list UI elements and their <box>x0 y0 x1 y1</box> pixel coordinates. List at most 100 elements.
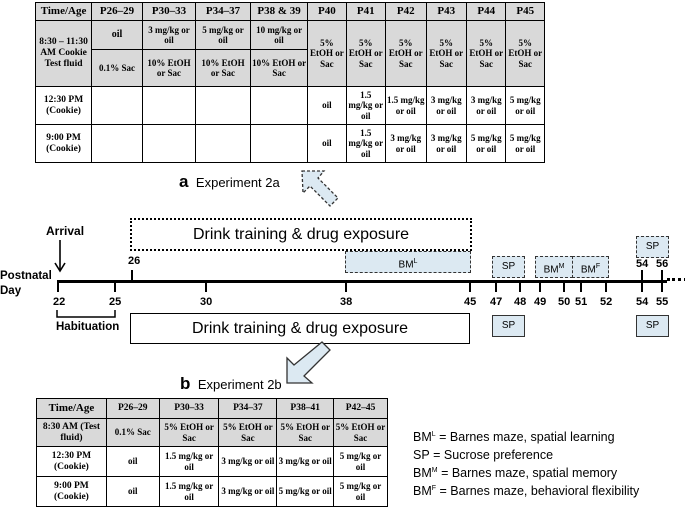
box-label: Drink training & drug exposure <box>192 226 410 243</box>
table-row: 9:00 PM (Cookie) oil 1.5 mg/kg or oil 3 … <box>36 476 388 507</box>
legend-sup: L <box>431 430 436 438</box>
experiment-letter: a <box>179 172 189 191</box>
experiment-2a-table: Time/Age P26–29 P30–33 P34–37 P38 & 39 P… <box>34 2 545 163</box>
table-header-row: Time/Age P26–29 P30–33 P34–37 P38 & 39 P… <box>34 2 545 21</box>
tick <box>469 282 471 292</box>
legend-item: BML = Barnes maze, spatial learning <box>413 430 639 444</box>
table-cell: 5 mg/kg or oil <box>333 476 388 507</box>
header-cell: P42–45 <box>333 398 388 419</box>
drink-training-box-bottom: Drink training & drug exposure <box>130 313 470 344</box>
pill-label: SP <box>645 320 660 331</box>
day-label-below: 50 <box>558 296 571 308</box>
table-cell: 3 mg/kg or oil <box>385 124 427 163</box>
table-cell: 5% EtOH or Sac <box>345 20 387 87</box>
sp-pill-b1: SP <box>492 315 525 337</box>
day-label-above: 54 <box>636 258 649 270</box>
day-label-below: 48 <box>514 296 527 308</box>
table-cell: 5% EtOH or Sac <box>307 20 347 87</box>
legend-abbr: BM <box>413 430 432 444</box>
drink-training-box-top: Drink training & drug exposure <box>130 218 472 251</box>
box-label: Drink training & drug exposure <box>191 320 409 337</box>
table-cell <box>91 86 143 125</box>
day-label-below: 47 <box>490 296 503 308</box>
arrow-down-icon <box>54 240 66 273</box>
pill-sup: M <box>558 263 565 270</box>
table-cell <box>141 124 196 163</box>
table-cell: 5 mg/kg or oil <box>276 476 335 507</box>
table-cell: 5% EtOH or Sac <box>425 20 468 87</box>
day-label-above: 26 <box>128 255 141 267</box>
header-cell: P34–37 <box>218 398 278 419</box>
table-cell: oil <box>105 446 160 477</box>
legend-text: = Barnes maze, behavioral flexibility <box>436 484 640 498</box>
tick <box>563 282 565 292</box>
pill-sup: F <box>595 263 601 270</box>
pill-sup: L <box>413 258 418 265</box>
table-cell: 0.1% Sac <box>105 418 160 447</box>
table-cell: 3 mg/kg or oil <box>466 86 507 125</box>
table-cell: 1.5 mg/kg or oil <box>385 86 427 125</box>
pill-label: BM <box>398 259 414 271</box>
header-cell: P34–37 <box>194 2 252 21</box>
day-label-below: 25 <box>109 296 122 308</box>
table-cell: 10% EtOH or Sac <box>141 49 196 87</box>
day-label-below: 54 <box>636 296 649 308</box>
postnatal-label: Postnatal <box>0 270 52 282</box>
tick <box>641 282 643 292</box>
pill-label: SP <box>501 261 516 272</box>
table-cell: oil <box>105 476 160 507</box>
table-cell: 3 mg/kg or oil <box>425 124 468 163</box>
table-cell: 10 mg/kg or oil <box>249 20 309 50</box>
pill-label: SP <box>645 241 660 252</box>
experiment-title: Experiment 2b <box>197 377 282 392</box>
bm-flexibility-pill: BMF <box>572 256 609 278</box>
table-row: 9:00 PM (Cookie) oil 1.5 mg/kg or oil 3 … <box>34 124 545 163</box>
experiment-2b-table: Time/Age P26–29 P30–33 P34–37 P38–41 P42… <box>36 398 388 507</box>
row-label: 8:30 – 11:30 AM Cookie Test fluid <box>34 20 93 87</box>
legend-item: BMF = Barnes maze, behavioral flexibilit… <box>413 484 639 498</box>
table-cell: 1.5 mg/kg or oil <box>345 86 387 125</box>
table-cell: 5% EtOH or Sac <box>333 418 388 447</box>
table-cell: 1.5 mg/kg or oil <box>158 446 220 477</box>
table-header-row: Time/Age P26–29 P30–33 P34–37 P38–41 P42… <box>36 398 388 419</box>
table-cell: 1.5 mg/kg or oil <box>158 476 220 507</box>
table-cell: 3 mg/kg or oil <box>425 86 468 125</box>
legend-item: SP = Sucrose preference <box>413 448 639 462</box>
sp-pill-a: SP <box>492 256 525 278</box>
legend-text: = Sucrose preference <box>429 448 554 462</box>
sp-pill-b2: SP <box>636 315 669 337</box>
row-label: 8:30 AM (Test fluid) <box>36 418 107 447</box>
header-cell: Time/Age <box>34 2 93 21</box>
row-label: 9:00 PM (Cookie) <box>36 476 107 507</box>
tick <box>661 270 663 280</box>
table-cell <box>249 124 309 163</box>
legend-abbr: BM <box>413 484 432 498</box>
legend-abbr: SP <box>413 448 430 462</box>
day-label-below: 49 <box>534 296 547 308</box>
table-cell: 5% EtOH or Sac <box>385 20 427 87</box>
timeline-continuation <box>667 278 685 281</box>
header-cell: P26–29 <box>91 2 143 21</box>
day-label-below: 30 <box>200 296 213 308</box>
table-cell: 5 mg/kg or oil <box>505 124 545 163</box>
table-cell: 5% EtOH or Sac <box>466 20 507 87</box>
table-cell: 5% EtOH or Sac <box>218 418 278 447</box>
header-cell: P38–41 <box>276 398 335 419</box>
tick <box>539 282 541 292</box>
table-cell: 10% EtOH or Sac <box>249 49 309 87</box>
header-cell: P26–29 <box>105 398 160 419</box>
tick <box>495 282 497 292</box>
table-cell: 10% EtOH or Sac <box>194 49 252 87</box>
table-cell: 1.5 mg/kg or oil <box>345 124 387 163</box>
legend-text: = Barnes maze, spatial learning <box>435 430 615 444</box>
habituation-label: Habituation <box>56 321 120 333</box>
arrow-up-icon <box>301 170 339 207</box>
header-cell: P45 <box>505 2 545 21</box>
pill-label: BM <box>580 264 596 276</box>
table-cell: 3 mg/kg or oil <box>218 446 278 477</box>
experiment-2a-label: a Experiment 2a <box>179 172 280 192</box>
table-row: 0.1% Sac 10% EtOH or Sac 10% EtOH or Sac… <box>36 49 545 87</box>
legend-text: = Barnes maze, spatial memory <box>437 466 618 480</box>
sp-pill-a2: SP <box>636 236 669 258</box>
tick <box>131 270 133 280</box>
